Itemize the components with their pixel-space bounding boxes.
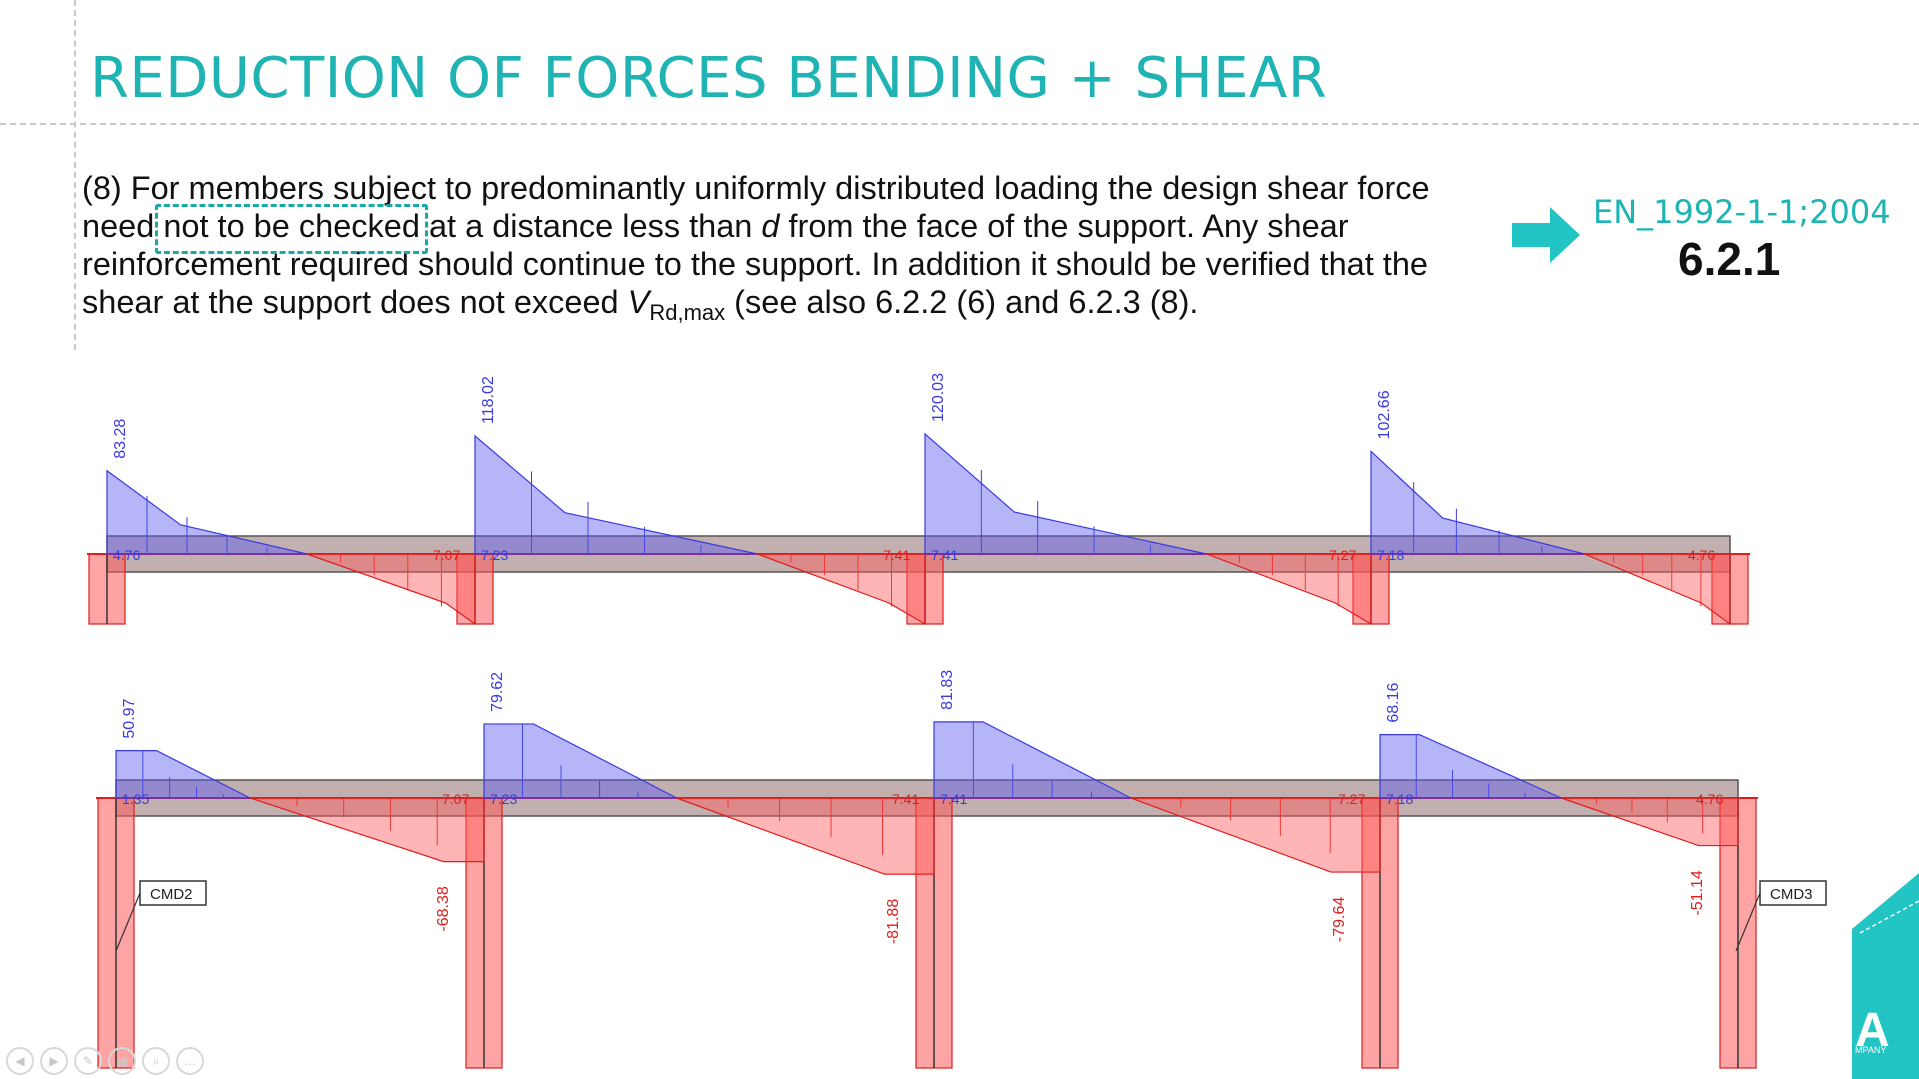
positive-area-2 xyxy=(474,434,758,555)
paragraph-line-4: shear at the support does not exceed VRd… xyxy=(82,283,1522,332)
nav-slides-icon[interactable]: ▦ xyxy=(108,1047,136,1075)
peak-negative-label: -68.38 xyxy=(435,886,452,931)
slide-navigation[interactable]: ◀ ▶ ✎ ▦ ⌕ … xyxy=(6,1047,204,1075)
paragraph-line-1-text: (8) For members subject to predominantly… xyxy=(82,170,1430,206)
peak-negative-label: -81.88 xyxy=(885,899,902,944)
small-label-left: 7.23 xyxy=(490,791,517,807)
arrow-right-icon xyxy=(1512,207,1580,263)
nav-more-icon[interactable]: … xyxy=(176,1047,204,1075)
nav-pen-icon[interactable]: ✎ xyxy=(74,1047,102,1075)
slide-title: REDUCTION OF FORCES BENDING + SHEAR xyxy=(90,46,1328,111)
guide-line-horizontal xyxy=(0,123,1919,125)
negative-area-2 xyxy=(676,797,935,875)
peak-positive-label: 81.83 xyxy=(939,670,956,710)
positive-area-3 xyxy=(933,721,1132,799)
standard-code: EN_1992-1-1;2004 xyxy=(1593,193,1891,231)
standard-clause: 6.2.1 xyxy=(1678,233,1781,285)
not-checked-highlight: not to be checked xyxy=(163,208,420,244)
negative-area-3 xyxy=(1206,553,1372,626)
peak-positive-label: 68.16 xyxy=(1385,682,1402,722)
paragraph-line-1: (8) For members subject to predominantly… xyxy=(82,169,1522,207)
positive-area-1 xyxy=(115,749,251,799)
positive-area-2 xyxy=(483,723,677,799)
peak-positive-label: 118.02 xyxy=(480,376,497,424)
small-label-left: 7.41 xyxy=(931,547,958,563)
paragraph-line-2e: from the face of the support. Any shear xyxy=(779,208,1349,244)
shear-force-diagrams: 83.28 4.76 7.07 118.02 7.23 7.41 120.03 7.41 7.2… xyxy=(87,373,1827,1069)
small-label-left: 7.18 xyxy=(1386,791,1413,807)
small-label-right: 7.41 xyxy=(892,791,919,807)
paragraph-line-4b: (see also 6.2.2 (6) and 6.2.3 (8). xyxy=(725,284,1199,320)
small-label-right: 7.27 xyxy=(1338,791,1365,807)
paragraph-line-2: need not to be checked at a distance les… xyxy=(82,207,1522,245)
peak-positive-label: 83.28 xyxy=(112,419,129,459)
peak-positive-label: 79.62 xyxy=(489,672,506,712)
negative-area-2 xyxy=(757,553,926,626)
small-label-left: 7.23 xyxy=(481,547,508,563)
negative-area-4 xyxy=(1584,553,1731,626)
negative-area-1 xyxy=(306,553,476,626)
positive-area-4 xyxy=(1379,734,1562,799)
nav-forward-icon[interactable]: ▶ xyxy=(40,1047,68,1075)
subscript-rd-max: Rd,max xyxy=(649,300,726,325)
positive-area-4 xyxy=(1370,449,1585,555)
corner-logo-shape xyxy=(1852,873,1919,1079)
variable-v: V xyxy=(627,284,650,320)
small-label-right: 7.41 xyxy=(883,547,910,563)
tag-label-1: CMD2 xyxy=(150,886,193,903)
positive-area-1 xyxy=(106,469,308,555)
small-label-left: 7.41 xyxy=(940,791,967,807)
paragraph-line-4a: shear at the support does not exceed xyxy=(82,284,628,320)
nav-zoom-icon[interactable]: ⌕ xyxy=(142,1047,170,1075)
small-label-left: 1.35 xyxy=(122,791,149,807)
peak-positive-label: 120.03 xyxy=(930,373,947,422)
corner-logo-letter: A xyxy=(1855,1004,1890,1057)
small-label-right: 7.07 xyxy=(433,547,460,563)
negative-area-3 xyxy=(1130,797,1381,873)
small-label-right: 7.07 xyxy=(442,791,469,807)
small-label-right: 7.27 xyxy=(1329,547,1356,563)
nav-back-icon[interactable]: ◀ xyxy=(6,1047,34,1075)
peak-positive-label: 50.97 xyxy=(121,698,138,738)
clause-paragraph: (8) For members subject to predominantly… xyxy=(82,169,1522,332)
small-label-left: 4.76 xyxy=(113,547,140,563)
tag-box-2 xyxy=(1759,880,1827,906)
paragraph-line-2a: need xyxy=(82,208,164,244)
negative-area-1 xyxy=(249,797,485,863)
tag-leader-1 xyxy=(115,892,141,952)
guide-line-vertical xyxy=(74,0,76,350)
peak-positive-label: 102.66 xyxy=(1376,390,1393,439)
small-label-left: 7.18 xyxy=(1377,547,1404,563)
positive-area-3 xyxy=(924,432,1207,555)
small-label-right: 4.76 xyxy=(1696,791,1723,807)
paragraph-line-2c: at a distance less than xyxy=(419,208,762,244)
corner-logo-small: MPANY xyxy=(1855,1045,1887,1055)
variable-d: d xyxy=(761,208,780,244)
tag-label-2: CMD3 xyxy=(1770,886,1813,903)
peak-negative-label: -51.14 xyxy=(1689,870,1706,915)
diagram-shear-force-reduced xyxy=(96,721,1758,1069)
negative-area-4 xyxy=(1561,797,1739,847)
peak-negative-label: -79.64 xyxy=(1331,897,1348,942)
tag-leader-2 xyxy=(1735,892,1761,952)
small-label-right: 4.76 xyxy=(1688,547,1715,563)
